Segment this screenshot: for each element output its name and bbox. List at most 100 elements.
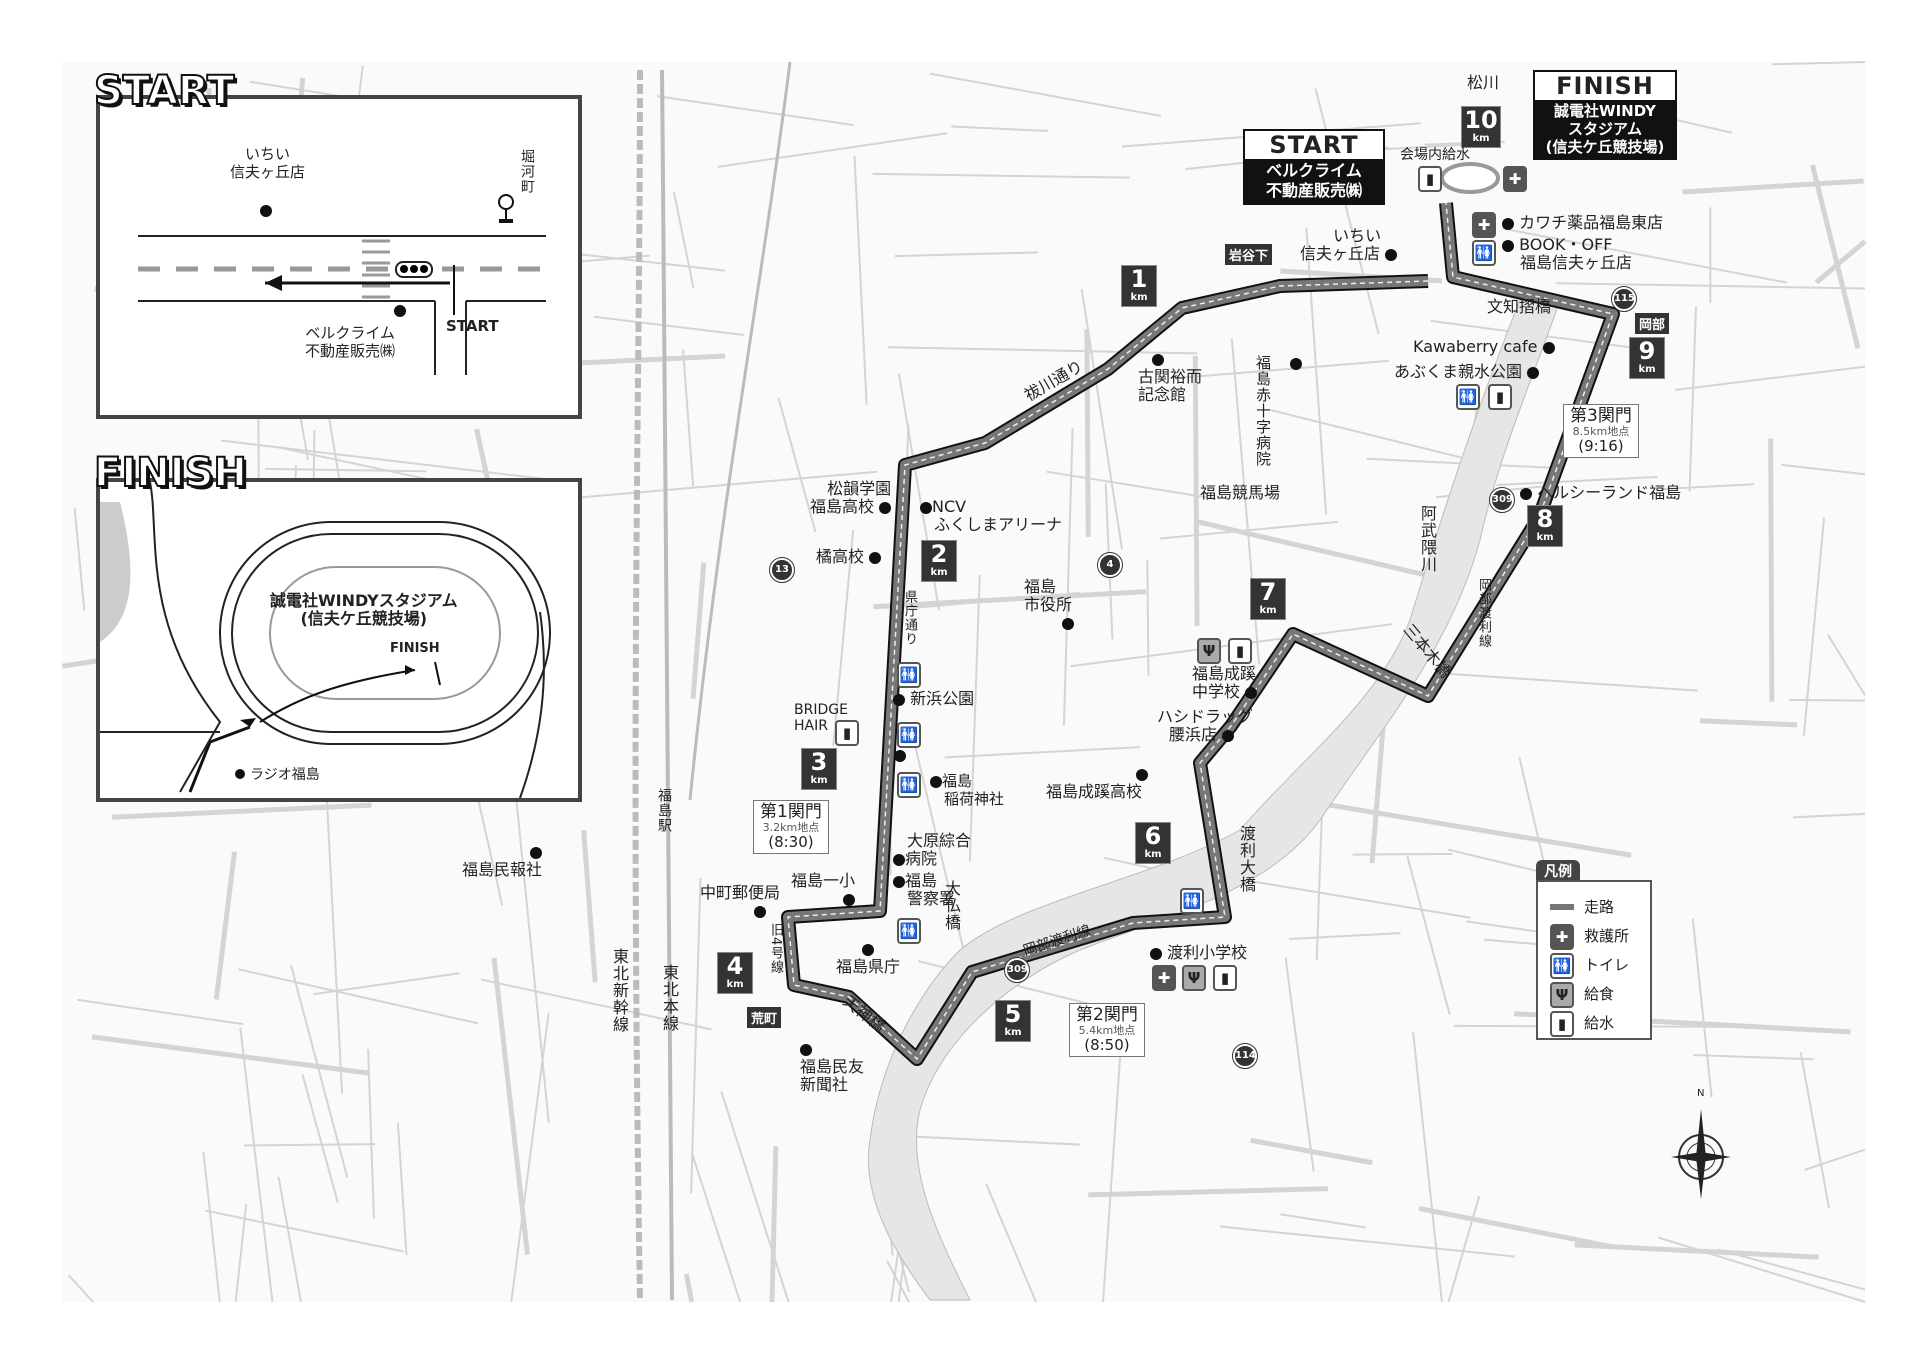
place-yubin: 中町郵便局 <box>700 884 780 920</box>
route-sign-13: 13 <box>769 557 795 583</box>
route-sign-114: 114 <box>1232 1043 1258 1069</box>
toilet-icon: 🚻 <box>1472 240 1496 266</box>
place-keisatsu: 福島警察署 <box>893 872 955 908</box>
intersection-okabe: 岡部 <box>1635 313 1670 334</box>
place-daibutsu-bridge: 大仏橋 <box>942 880 961 931</box>
place-inari: 福島稲荷神社 <box>930 772 1004 808</box>
first-aid-icon: ✚ <box>1472 212 1496 238</box>
first-aid-icon: ✚ <box>1550 923 1574 950</box>
route-sign-4: 4 <box>1097 552 1123 578</box>
legend-title: 凡例 <box>1536 860 1580 882</box>
food-icon: Ψ <box>1182 965 1206 991</box>
bus-stop-icon <box>498 194 514 223</box>
toilet-icon: 🚻 <box>1180 888 1204 914</box>
legend-item-first-aid: ✚救護所 <box>1550 921 1650 950</box>
start-inset-busstop: 堀河町 <box>519 149 535 194</box>
place-redcross-dot <box>1290 358 1302 370</box>
stadium-track <box>1440 162 1500 194</box>
place-venue-water: 会場内給水 <box>1400 147 1470 163</box>
start-inset-diagram <box>138 194 546 375</box>
water-icon: ▮ <box>1213 965 1237 991</box>
road-label-kyu4: 旧4号線 <box>768 923 783 975</box>
place-ichisho: 福島一小 <box>791 872 855 908</box>
intersection-iwayashita: 岩谷下 <box>1225 244 1273 265</box>
compass-north-label: N <box>1697 1088 1705 1099</box>
place-matsukawa: 松川 <box>1467 73 1500 92</box>
place-ichii: いちい信夫ヶ丘店 <box>1300 227 1398 263</box>
place-shiyakusho: 福島市役所 <box>1024 578 1074 632</box>
place-ohara-hospital: 大原綜合病院 <box>893 832 971 868</box>
water-icon: ▮ <box>1228 638 1252 664</box>
finish-inset-diagram <box>100 481 551 799</box>
place-minyu: 福島民友新聞社 <box>800 1040 864 1094</box>
route-line-icon <box>1550 895 1576 919</box>
place-watari-school: 渡利小学校 <box>1150 944 1247 962</box>
rail-label-honsen: 東北本線 <box>660 964 679 1032</box>
place-shinhama-park: 新浜公園 <box>893 690 974 708</box>
start-inset-company: ベルクライム不動産販売㈱ <box>305 324 396 360</box>
road-label-kencho-dori: 県庁通り <box>902 590 917 646</box>
rail-label-shinkansen: 東北新幹線 <box>610 948 629 1033</box>
water-icon: ▮ <box>1418 166 1442 192</box>
toilet-icon: 🚻 <box>1456 384 1480 410</box>
river-label-abukuma: 阿武隈川 <box>1418 505 1437 573</box>
first-aid-icon: ✚ <box>1503 166 1527 192</box>
finish-inset-finish-label: FINISH <box>390 641 440 656</box>
course-route-centerline <box>787 202 1614 1061</box>
road-label-okabe-watari: 岡部渡利線 <box>1476 578 1491 648</box>
start-inset-title: START <box>93 67 235 115</box>
place-koseki: 古関裕而記念館 <box>1138 350 1202 404</box>
food-icon: Ψ <box>1550 981 1574 1008</box>
legend-item-toilet: 🚻トイレ <box>1550 950 1650 979</box>
toilet-icon: 🚻 <box>897 722 921 748</box>
first-aid-icon: ✚ <box>1152 965 1176 991</box>
finish-inset-title: FINISH <box>93 449 248 497</box>
legend-item-route: 走路 <box>1550 892 1650 921</box>
place-seikei-jh: 福島成蹊中学校 <box>1192 664 1258 701</box>
start-inset-start-label: START <box>446 317 499 335</box>
place-keibajo: 福島競馬場 <box>1200 483 1281 502</box>
route-sign-309: 309 <box>1004 957 1030 983</box>
place-kawachi: カワチ薬品福島東店 <box>1502 214 1663 232</box>
start-inset-shop: いちい信夫ヶ丘店 <box>230 145 306 181</box>
route-sign-115: 115 <box>1611 286 1637 312</box>
finish-inset-radio: ラジオ福島 <box>250 767 320 783</box>
railway-lines <box>632 61 792 1301</box>
place-bridge-hair-dot <box>894 750 906 762</box>
compass-rose <box>1671 1109 1731 1199</box>
place-hashi-drug: ハシドラッグ腰浜店 <box>1157 707 1254 744</box>
place-kencho: 福島県庁 <box>836 940 900 976</box>
toilet-icon: 🚻 <box>897 772 921 798</box>
place-minposha: 福島民報社 <box>462 843 542 879</box>
place-fukushima-station: 福島駅 <box>656 788 672 833</box>
legend-item-water: ▮給水 <box>1550 1008 1650 1037</box>
toilet-icon: 🚻 <box>897 918 921 944</box>
finish-inset: 誠電社WINDYスタジアム(信夫ケ丘競技場) FINISH ラジオ福島 <box>96 478 582 802</box>
place-abukuma-park: あぶくま親水公園 <box>1394 363 1540 381</box>
place-redcross: 福島赤十字病院 <box>1254 355 1272 467</box>
place-kawaberry: Kawaberry cafe <box>1413 338 1555 356</box>
place-shoin: 松韻学園福島高校 <box>810 479 892 516</box>
water-icon: ▮ <box>835 720 859 746</box>
toilet-icon: 🚻 <box>1550 952 1574 979</box>
water-icon: ▮ <box>1488 384 1512 410</box>
